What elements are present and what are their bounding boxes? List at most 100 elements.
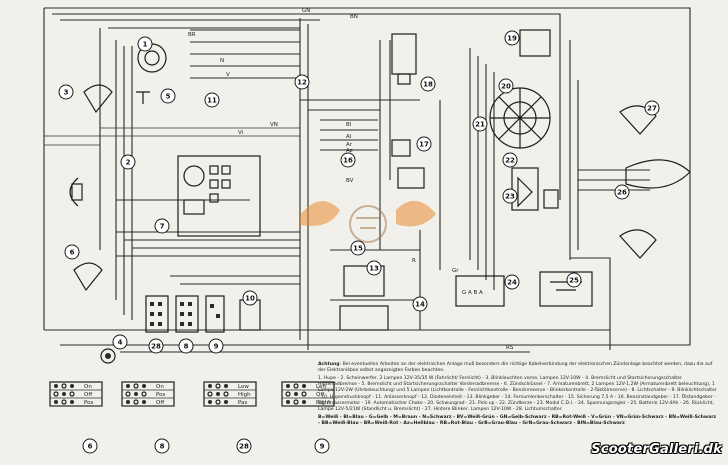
callout-number: 8 [184,343,189,351]
switch-position-label: Low [238,384,249,390]
watermark-text: ScooterGalleri.dk [591,442,722,457]
callout-number: 2 [126,159,131,167]
front-turn-signal [73,84,113,292]
callout-6: 6 [64,244,80,260]
callout-number: 22 [505,157,515,165]
callout-number: 21 [475,121,485,129]
oil-level-sender [397,167,425,189]
callout-number: 14 [415,301,425,309]
switch-table-number: 9 [320,443,325,451]
callout-number: 26 [617,189,627,197]
switch-block-8 [175,295,199,333]
callout-28: 28 [148,338,164,354]
switch-position-label: Off [84,392,92,398]
callout-4: 4 [112,334,128,350]
callout-number: 9 [214,343,219,351]
wire-label: AI [346,134,352,140]
callout-number: 3 [64,89,69,97]
battery [539,271,593,307]
wire-label: BV [346,178,354,184]
callout-number: 4 [118,339,123,347]
callout-number: 15 [353,245,363,253]
callout-number: 25 [569,277,579,285]
headlight [69,177,83,207]
wire-label: BR [188,32,196,38]
spark-plug [543,189,559,209]
callout-14: 14 [412,296,428,312]
callout-9: 9 [208,338,224,354]
wire-color-legend: B=Weiß - Bl=Blau - G=Gelb - M=Braun - N=… [318,414,717,426]
callout-2: 2 [120,154,136,170]
callout-21: 21 [472,116,488,132]
callout-number: 6 [70,249,75,257]
callout-17: 17 [416,136,432,152]
callout-10: 10 [242,290,258,306]
wire-label: Gr [452,268,459,274]
wire-label: BN [350,14,358,20]
callout-number: 24 [507,279,517,287]
wire-label: R [412,258,416,264]
callout-5: 5 [160,88,176,104]
wire-labels: GN BN BR Gr N V VN Vi Bl AI R RS Az Ar B… [188,8,514,351]
callout-number: 17 [419,141,429,149]
callout-13: 13 [366,260,382,276]
callout-number: 27 [647,105,657,113]
callout-number: 16 [343,157,353,165]
svg-text:G A B A: G A B A [462,290,483,296]
callout-15: 15 [350,240,366,256]
switch-position-label: Off [316,392,324,398]
callout-12: 12 [294,74,310,90]
switch-position-label: Off [156,400,164,406]
switch-block-28 [145,295,169,333]
wire-label: RS [506,345,514,351]
callout-27: 27 [644,100,660,116]
callout-25: 25 [566,272,582,288]
wire-label: V [226,72,230,78]
starter-motor [391,33,417,85]
brake-switch-rear [100,348,116,364]
callout-number: 5 [166,93,171,101]
callout-26: 26 [614,184,630,200]
callout-3: 3 [58,84,74,100]
switch-block-9 [205,295,225,333]
notice-heading: Achtung [318,362,340,367]
legend-text-block: Achtung: Bei eventuellen Arbeiten an der… [318,362,718,429]
switch-table-number: 8 [160,443,165,451]
wire-label: Vi [238,130,244,136]
callout-number: 13 [369,265,379,273]
switch-position-label: Right [316,400,331,406]
callout-8: 8 [178,338,194,354]
wire-label: N [220,58,224,64]
callout-16: 16 [340,152,356,168]
voltage-regulator: G A B A [455,275,505,307]
callout-20: 20 [498,78,514,94]
rear-turn-signal [619,105,657,259]
flywheel [489,87,551,149]
callout-number: 23 [505,193,515,201]
automatic-choke [519,29,551,57]
switch-position-label: Pas [238,400,247,406]
notice-text: : Bei eventuellen Arbeiten an der elektr… [318,362,713,374]
wire-label: Ar [346,142,353,148]
switch-position-label: Left [316,384,327,390]
wire-label: Bl [346,122,352,128]
callout-number: 18 [423,81,433,89]
flame-logo-icon [300,200,436,243]
dashboard-panel [177,155,261,237]
brake-switch-front [136,91,150,104]
wire-harness [43,7,691,353]
switch-tables: OnOffPos6OnPosOff8LowHighPas28LeftOffRig… [49,381,335,454]
callout-number: 28 [151,343,161,351]
switch-position-label: Pos [84,400,93,406]
callout-18: 18 [420,76,436,92]
callout-number: 12 [297,79,307,87]
switch-position-label: Pos [156,392,165,398]
callout-number: 1 [143,41,148,49]
switch-table-number: 28 [239,443,249,451]
callout-24: 24 [504,274,520,290]
callout-22: 22 [502,152,518,168]
